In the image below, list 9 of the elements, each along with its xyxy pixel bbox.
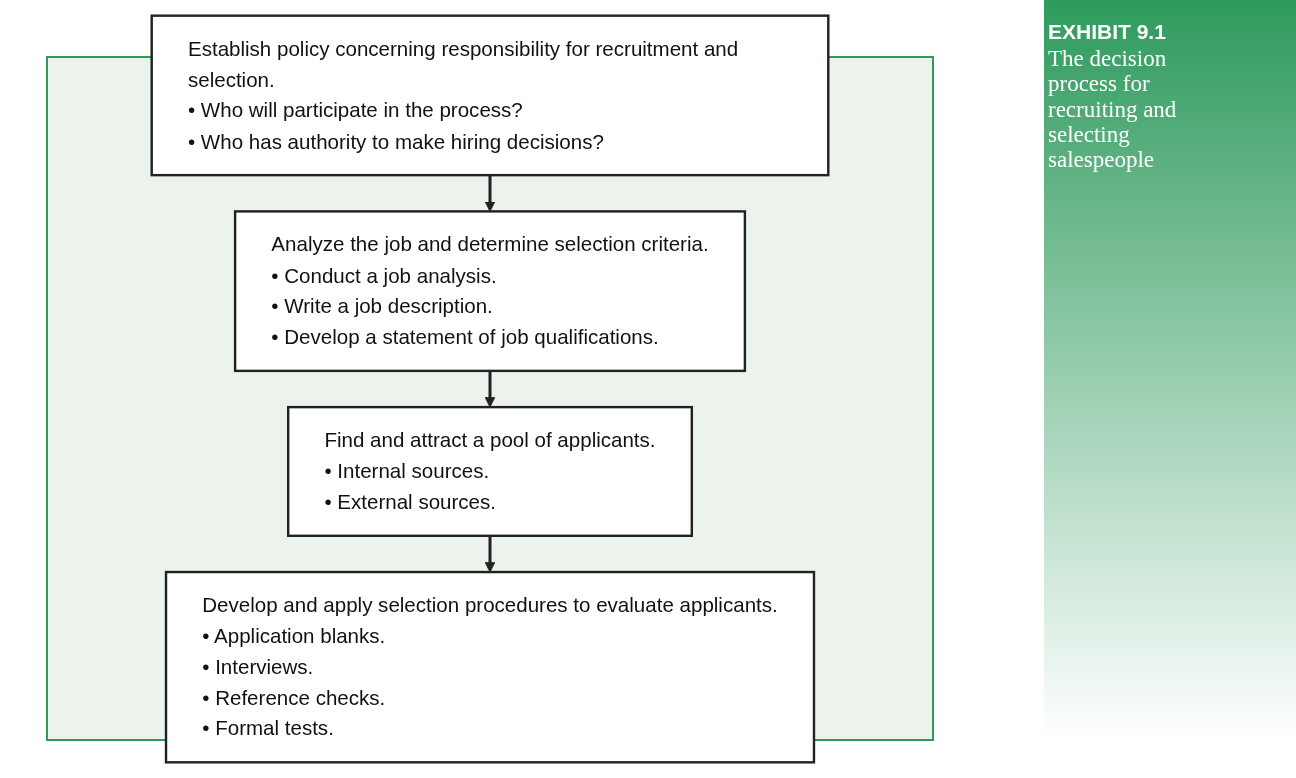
arrow xyxy=(484,535,496,573)
exhibit-title: EXHIBIT 9.1 xyxy=(1048,20,1166,44)
arrow xyxy=(484,175,496,212)
arrow xyxy=(484,370,496,408)
node-box: Analyze the job and determine selection criteria. • Conduct a job analysis. • Write a job description. • Develop a statement of job qualifications. xyxy=(233,210,747,373)
node-box: Establish policy concerning responsibility for recruitment and selection. • Who will participate in the process? • Who has authority to make hiring decisions? xyxy=(150,14,830,177)
node-box: Develop and apply selection procedures to evaluate applicants. • Application blanks. • Interviews. • Reference checks. • Formal tests. xyxy=(164,570,816,764)
exhibit-caption: The decision process for recruiting and selecting salespeople xyxy=(1048,46,1178,173)
node-box: Find and attract a pool of applicants. • Internal sources. • External sources. xyxy=(287,405,693,537)
